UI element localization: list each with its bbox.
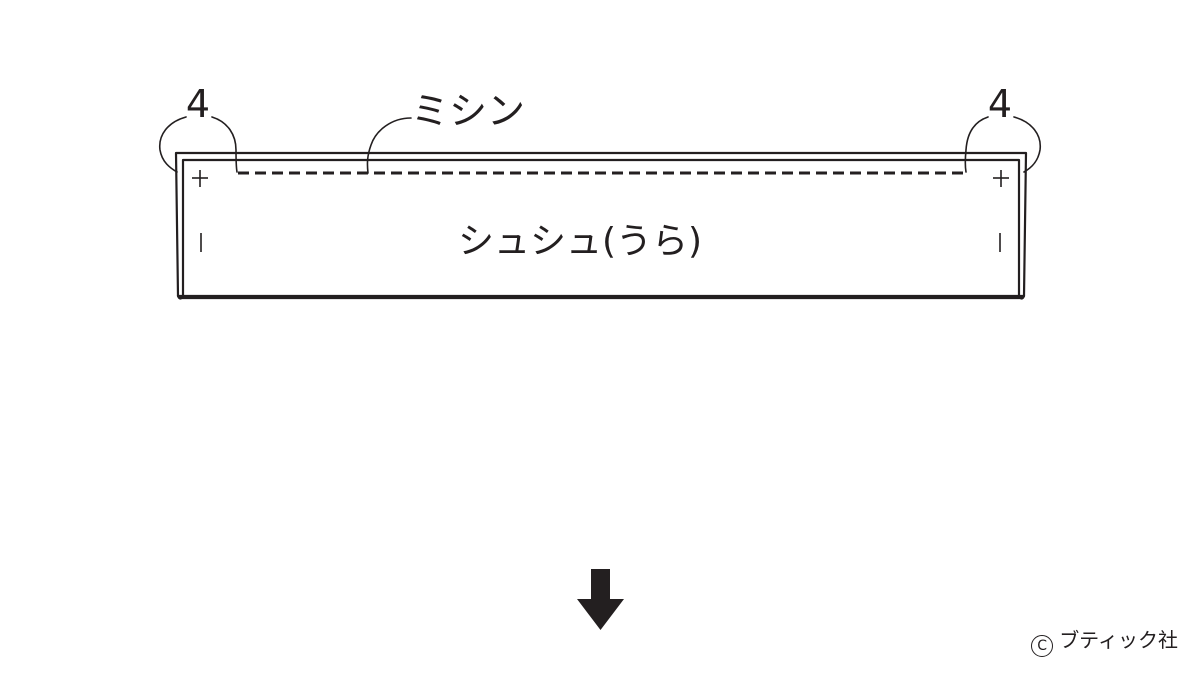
right-allowance-label: 4 bbox=[988, 82, 1012, 126]
right-allowance-leader-inner bbox=[964, 116, 989, 173]
left-allowance-leader-inner bbox=[211, 116, 238, 173]
left-fold-edge bbox=[181, 158, 1021, 298]
left-allowance-leader-outer bbox=[159, 116, 187, 173]
publisher-name: ブティック社 bbox=[1059, 628, 1178, 652]
right-allowance-leader-outer bbox=[1013, 116, 1041, 173]
fabric-piece bbox=[174, 151, 1028, 300]
down-arrow-icon bbox=[577, 569, 624, 630]
leader-lines bbox=[159, 116, 1041, 174]
fabric-outer-outline bbox=[174, 151, 1028, 298]
registration-marks bbox=[192, 170, 1009, 252]
stitch-label: ミシン bbox=[411, 89, 525, 133]
fabric-label: シュシュ(うら) bbox=[458, 221, 702, 262]
left-allowance-label: 4 bbox=[186, 82, 210, 126]
copyright-icon: C bbox=[1031, 635, 1054, 657]
stitch-leader bbox=[366, 117, 412, 174]
